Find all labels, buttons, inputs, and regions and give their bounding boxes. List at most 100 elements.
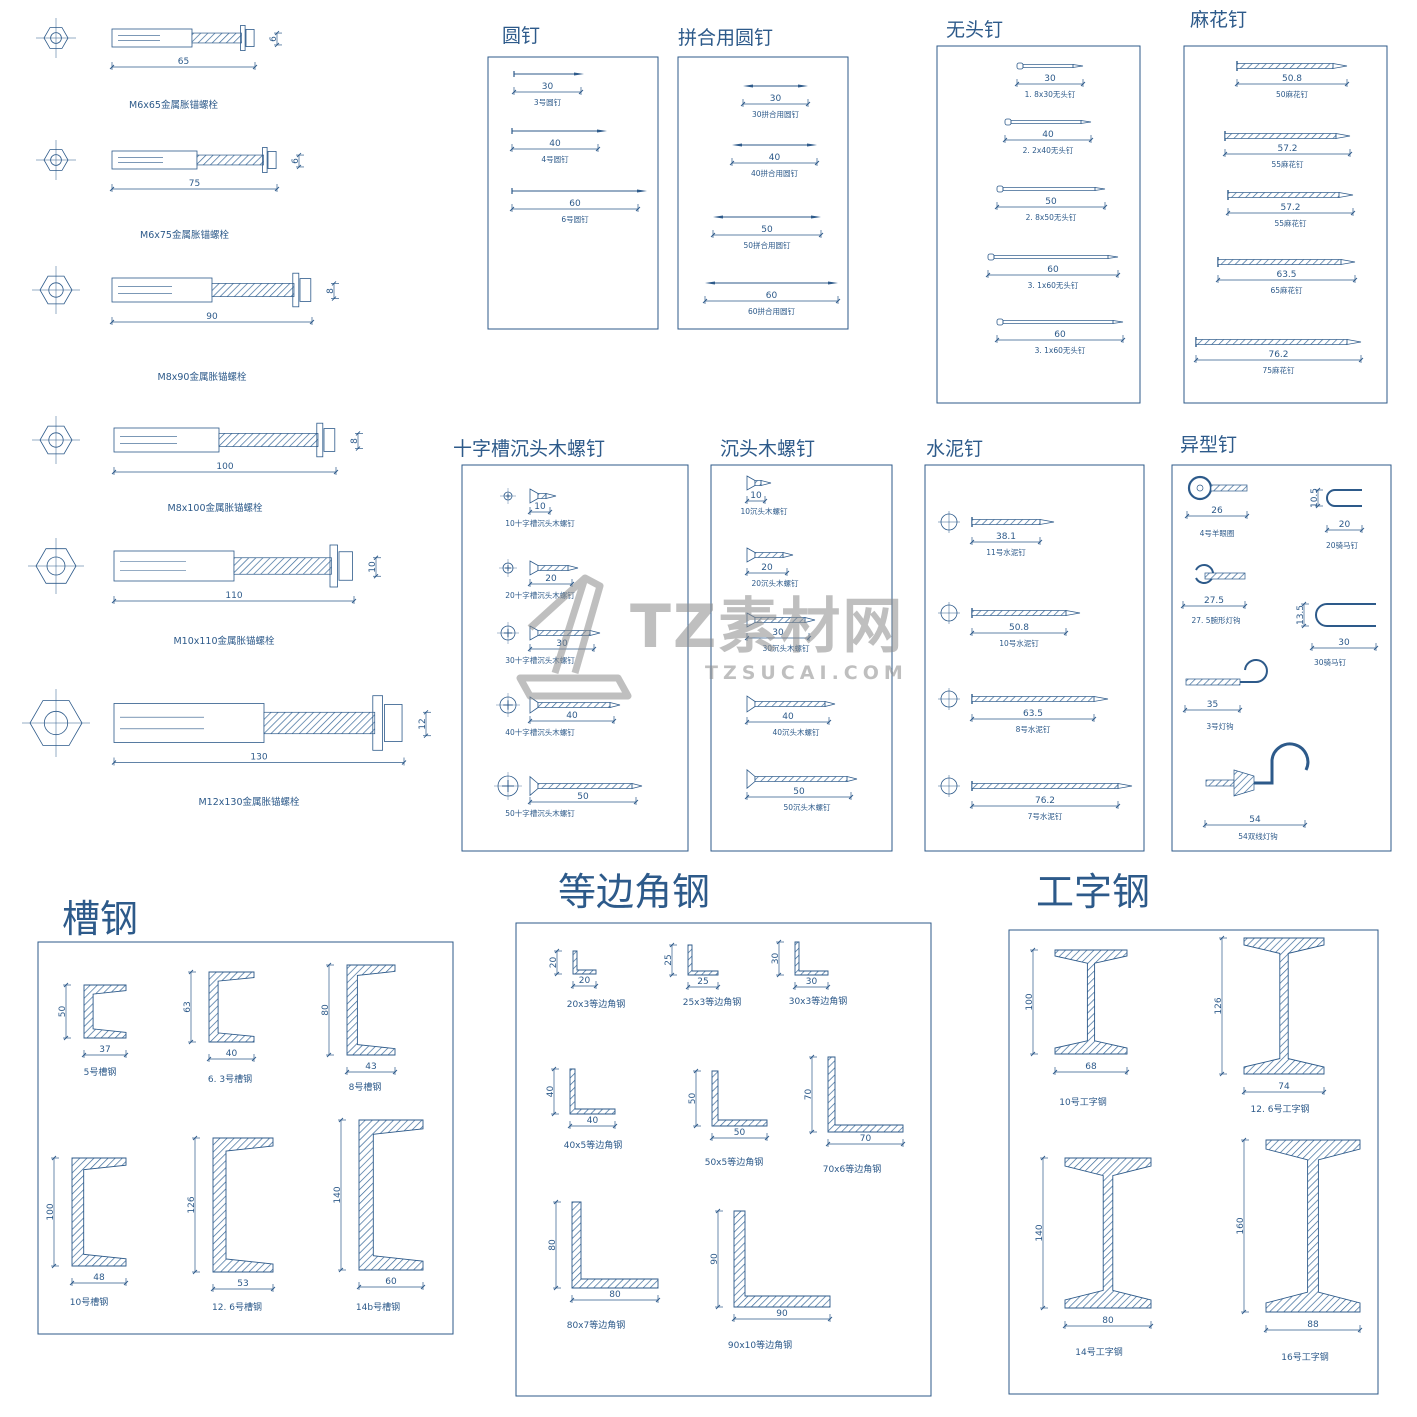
dimension-line: 140 xyxy=(333,1117,346,1273)
dimension-line: 60 xyxy=(985,265,1121,278)
screw-length-dim: 40 xyxy=(566,711,578,721)
screw-length-dim: 30 xyxy=(772,628,784,638)
screw-label: 40十字槽沉头木螺钉 xyxy=(505,727,575,737)
screw-thread xyxy=(537,702,611,708)
nail-label: 10号水泥钉 xyxy=(999,638,1039,648)
dimension-value: 20 xyxy=(1339,520,1351,530)
ibeam-profile xyxy=(1064,1157,1152,1309)
nail-label: 40拼合用圆钉 xyxy=(751,168,799,178)
anchor-label: M10x110金属胀锚螺栓 xyxy=(173,635,275,647)
channel-profile xyxy=(71,1157,127,1267)
screw-item: 10 10沉头木螺钉 xyxy=(740,475,788,516)
screw-label: 50十字槽沉头木螺钉 xyxy=(505,808,575,818)
screw-length-dim: 20 xyxy=(761,563,773,573)
dimension-line: 38.1 xyxy=(969,532,1043,545)
dimension-line: 20 xyxy=(1324,520,1365,533)
nail-length-dim: 60 xyxy=(1054,330,1066,340)
nail-length-dim: 30 xyxy=(1044,74,1056,84)
screw-head xyxy=(529,775,539,797)
channel-width-dim: 40 xyxy=(226,1049,238,1059)
channel-width-dim: 60 xyxy=(385,1277,397,1287)
screw-thread xyxy=(537,783,633,789)
washer xyxy=(240,24,246,52)
title-cross-screws: 十字槽沉头木螺钉 xyxy=(453,438,605,460)
nail-length-dim: 30 xyxy=(770,94,782,104)
channel-profile xyxy=(83,984,127,1039)
dimension-line: 100 xyxy=(111,462,339,475)
dimension-line: 40 xyxy=(744,712,832,725)
dimension-line: 10 xyxy=(744,491,768,504)
angle-height-dim: 70 xyxy=(804,1089,814,1101)
dimension-line: 90 xyxy=(731,1309,833,1322)
nail-item: 603. 1x60无头钉 xyxy=(994,318,1126,355)
screw-thread xyxy=(754,701,826,707)
washer xyxy=(292,272,300,308)
frame-special-nails xyxy=(1171,464,1392,852)
threaded-rod xyxy=(218,433,319,447)
screw-label: 40沉头木螺钉 xyxy=(772,727,820,737)
angle-profile xyxy=(569,1068,616,1115)
threaded-rod xyxy=(263,711,376,735)
dimension-line: 25 xyxy=(664,942,677,978)
dimension-line: 30 xyxy=(771,939,784,978)
angle-height-dim: 20 xyxy=(549,957,559,969)
screw-item: 40 40十字槽沉头木螺钉 xyxy=(496,693,621,737)
nail-length-dim: 40 xyxy=(549,139,561,149)
frame-ibeam xyxy=(1008,929,1379,1395)
channel-height-dim: 80 xyxy=(321,1004,331,1016)
nail-length-dim: 60 xyxy=(1047,265,1059,275)
nut xyxy=(267,151,277,169)
screw-item: 40 40沉头木螺钉 xyxy=(744,695,836,737)
title-angle: 等边角钢 xyxy=(558,870,710,914)
anchor-label: M8x100金属胀锚螺栓 xyxy=(168,502,263,514)
screw-label: 10沉头木螺钉 xyxy=(740,506,788,516)
channel-width-dim: 43 xyxy=(365,1062,376,1072)
screw-label: 30十字槽沉头木螺钉 xyxy=(505,655,575,665)
dimension-line: 110 xyxy=(111,591,357,604)
angle-label: 80x7等边角钢 xyxy=(567,1319,626,1331)
screw-head xyxy=(746,768,756,790)
dimension-value: 10.5 xyxy=(1310,488,1320,508)
nail-length-dim: 57.2 xyxy=(1280,203,1300,213)
dimension-line: 35 xyxy=(1182,700,1243,713)
nail-length-dim: 40 xyxy=(769,153,781,163)
channel-profile xyxy=(212,1137,274,1273)
nut xyxy=(323,428,336,452)
anchor-diameter-dim: 6 xyxy=(291,158,301,164)
dimension-line: 60 xyxy=(509,199,641,212)
nail-label: 4号圆钉 xyxy=(541,154,569,164)
anchor-sleeve xyxy=(111,150,198,170)
angle-height-dim: 80 xyxy=(548,1239,558,1251)
nut xyxy=(338,551,353,581)
dimension-line: 50.8 xyxy=(1234,74,1350,87)
twist-nails-items: 50.850麻花钉57.255麻花钉57.255麻花钉63.565麻花钉76.2… xyxy=(1193,61,1364,375)
screw-label: 10十字槽沉头木螺钉 xyxy=(505,518,575,528)
screw-length-dim: 30 xyxy=(556,639,568,649)
nail-length-dim: 57.2 xyxy=(1277,144,1297,154)
ibeam-height-dim: 140 xyxy=(1035,1224,1045,1241)
ibeam-width-dim: 74 xyxy=(1278,1082,1290,1092)
channel-height-dim: 100 xyxy=(46,1203,56,1220)
title-special-nails: 异型钉 xyxy=(1180,434,1237,456)
nail-label: 30拼合用圆钉 xyxy=(752,109,800,119)
dimension-line: 6 xyxy=(291,152,304,170)
angle-width-dim: 30 xyxy=(806,977,818,987)
angle-height-dim: 25 xyxy=(664,954,674,965)
dimension-line: 30 xyxy=(1014,74,1086,87)
threaded-rod xyxy=(191,32,242,44)
nail-length-dim: 63.5 xyxy=(1023,709,1043,719)
